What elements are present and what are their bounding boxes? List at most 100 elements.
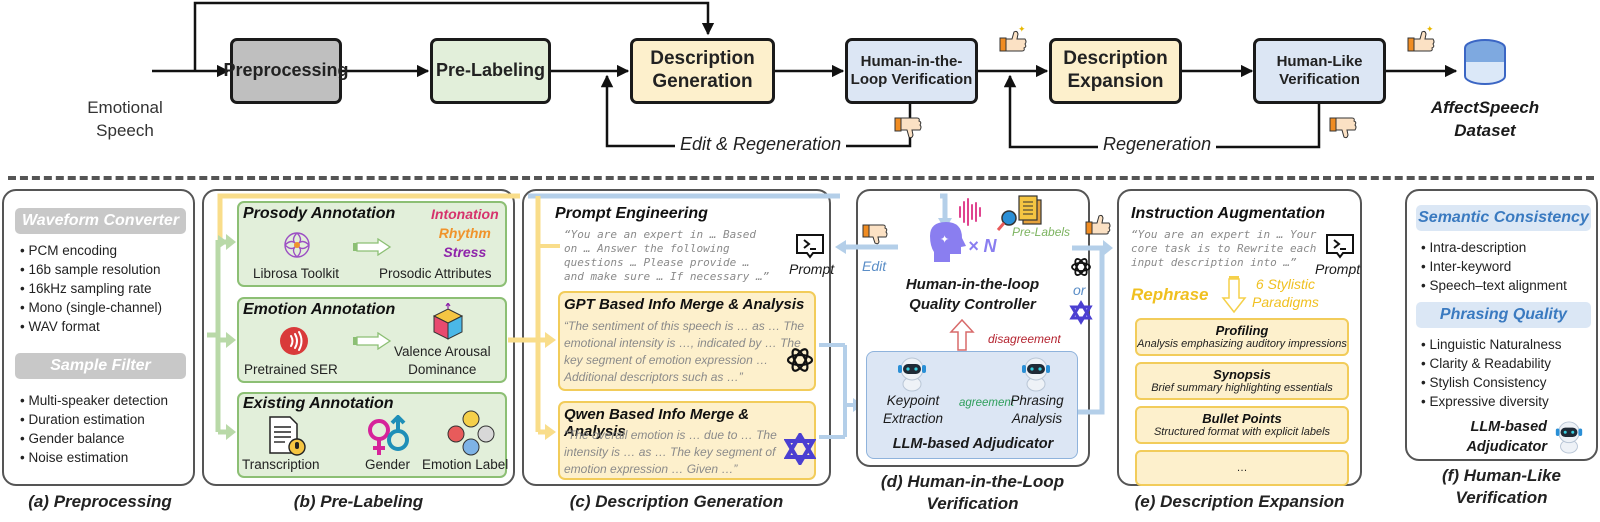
robot-icon-right [1022, 357, 1050, 392]
style-card: Bullet Points Structured format with exp… [1135, 406, 1349, 444]
down-arrow-icon [1221, 276, 1247, 314]
stylistic-paradigms-label: 6 Stylistic Paradigms [1252, 275, 1319, 311]
librosa-toolkit-label: Librosa Toolkit [253, 266, 340, 281]
node-description-expansion[interactable]: Description Expansion [1049, 38, 1182, 104]
qwen-merge-title: Qwen Based Info Merge & Analysis [564, 406, 750, 440]
gpt-merge-title: GPT Based Info Merge & Analysis [564, 296, 805, 313]
panel-preprocessing: Waveform Converter PCM encoding 16b samp… [2, 189, 195, 486]
waveform-icon [78, 47, 148, 97]
input-label: Emotional Speech [87, 98, 163, 140]
gender-label: Gender [365, 457, 411, 472]
style-card: … [1135, 450, 1349, 486]
prompt-terminal-icon [1326, 234, 1354, 259]
quote-line: intensity is … as … The key segment of [564, 445, 776, 459]
list-item: 16b sample resolution [20, 260, 162, 279]
caption-d-line-1: (d) Human-in-the-Loop [880, 472, 1065, 491]
vad-line-2: Dominance [408, 361, 477, 377]
panel-human-like-verification: Semantic Consistency Intra-description I… [1405, 189, 1598, 461]
list-item: Linguistic Naturalness [1421, 335, 1561, 354]
prompt-label: Prompt [789, 261, 835, 277]
paradigms-line-2: Paradigms [1252, 294, 1319, 310]
vad-line-1: Valence Arousal [394, 344, 491, 359]
edit-label: Edit [862, 258, 887, 274]
quote-line: “You are an expert in … Based [564, 228, 757, 241]
phrasing-quality-heading: Phrasing Quality [1416, 302, 1591, 328]
quality-controller-label: Human-in-the-loop Quality Controller [890, 275, 1055, 315]
quote-line: questions … Please provide … [564, 256, 750, 269]
pretrained-ser-label: Pretrained SER [244, 362, 338, 377]
quote-line: core task is to Rewrite each [1131, 242, 1317, 255]
llm-adjudicator-box: agreement Keypoint Extraction Phrasing A… [866, 351, 1078, 459]
prosody-annotation-box: Prosody Annotation Librosa Toolkit Inton… [237, 201, 507, 287]
list-item: 16kHz sampling rate [20, 279, 162, 298]
thumbs-up-icon-humanlike: ✦ [1407, 24, 1435, 52]
style-card: Synopsis Brief summary highlighting esse… [1135, 362, 1349, 400]
list-item: Expressive diversity [1421, 392, 1562, 411]
llm-adjudicator-label: LLM-based Adjudicator [1437, 417, 1547, 457]
caption-f-line-1: (f) Human-Like [1442, 466, 1561, 485]
phrasing-line-1: Phrasing [1010, 393, 1064, 408]
quote-line: key segment of emotion expression … [564, 353, 769, 367]
quote-line: and make sure … If necessary …” [564, 270, 770, 283]
attribute-stress: Stress [443, 244, 487, 260]
multiplier-label: × N [968, 236, 997, 256]
list-item: Mono (single-channel) [20, 298, 162, 317]
list-item: Speech–text alignment [1421, 276, 1566, 295]
caption-b: (b) Pre-Labeling [293, 492, 424, 511]
sample-filter-list: Multi-speaker detection Duration estimat… [20, 391, 168, 467]
keypoint-line-1: Keypoint [886, 393, 940, 408]
attribute-intonation: Intonation [431, 206, 499, 222]
list-item: Clarity & Readability [1421, 354, 1562, 373]
list-item: Noise estimation [20, 448, 168, 467]
svg-text:✦: ✦ [1426, 24, 1434, 34]
phrasing-line-2: Analysis [1011, 411, 1063, 426]
robot-icon-left [898, 357, 926, 392]
semantic-consistency-list: Intra-description Inter-keyword Speech–t… [1421, 238, 1567, 295]
regeneration-label: Regeneration [1098, 134, 1217, 155]
list-item: Duration estimation [20, 410, 168, 429]
arrow-right-icon [353, 238, 392, 256]
style-card: Profiling Analysis emphasizing auditory … [1135, 318, 1349, 356]
quote-line: input description into …” [1131, 256, 1297, 269]
list-item: Stylish Consistency [1421, 373, 1562, 392]
caption-d-line-2: Verification [926, 494, 1019, 514]
list-item: Intra-description [1421, 238, 1567, 257]
controller-line-2: Quality Controller [909, 296, 1036, 313]
style-ellipsis: … [1236, 462, 1248, 474]
thumbs-down-icon-humanlike [1329, 117, 1357, 139]
prompt-engineering-title: Prompt Engineering [555, 205, 708, 222]
thumbs-down-icon-hitl [894, 117, 922, 139]
list-item: Inter-keyword [1421, 257, 1567, 276]
section-divider [8, 176, 1594, 180]
phrasing-quality-list: Linguistic Naturalness Clarity & Readabi… [1421, 335, 1562, 411]
list-item: Multi-speaker detection [20, 391, 168, 410]
prompt-terminal-icon [796, 234, 824, 259]
qwen-merge-box: Qwen Based Info Merge & Analysis “The ov… [558, 401, 816, 480]
quote-line: Additional descriptors such as …” [564, 370, 743, 384]
vad-cube-icon [432, 303, 464, 340]
prosody-annotation-title: Prosody Annotation [243, 205, 396, 222]
waveform-converter-list: PCM encoding 16b sample resolution 16kHz… [20, 241, 162, 336]
instruction-quote: “You are an expert in … Your core task i… [1131, 228, 1316, 270]
phrasing-analysis-label: Phrasing Analysis [997, 392, 1077, 428]
node-preprocessing[interactable]: Preprocessing [223, 38, 349, 104]
node-description-generation[interactable]: Description Generation [630, 38, 775, 104]
node-pre-labeling[interactable]: Pre-Labeling [430, 38, 551, 104]
caption-e: (e) Description Expansion [1134, 492, 1345, 511]
llm-adjudicator-title: LLM-based Adjudicator [892, 436, 1054, 452]
caption-c: (c) Description Generation [569, 492, 784, 511]
emotion-annotation-title: Emotion Annotation [243, 301, 396, 318]
existing-annotation-title: Existing Annotation [243, 395, 394, 412]
emotion-label-label: Emotion Label [422, 457, 509, 472]
paradigms-line-1: 6 Stylistic [1255, 276, 1316, 292]
emotion-annotation-box: Emotion Annotation Pretrained SER Valenc… [237, 297, 507, 383]
svg-text:✦: ✦ [1018, 24, 1026, 34]
node-human-like-verification[interactable]: Human-Like Verification [1253, 38, 1386, 104]
emotion-faces-icon [447, 410, 495, 456]
semantic-consistency-heading: Semantic Consistency [1416, 205, 1591, 231]
node-hitl-verification[interactable]: Human-in-the-Loop Verification [845, 38, 978, 104]
style-desc: Structured format with explicit labels [1153, 426, 1331, 438]
keypoint-extraction-label: Keypoint Extraction [873, 392, 953, 428]
quote-line: emotion expression … Given …” [564, 462, 738, 476]
quote-line: on … Answer the following [564, 242, 730, 255]
